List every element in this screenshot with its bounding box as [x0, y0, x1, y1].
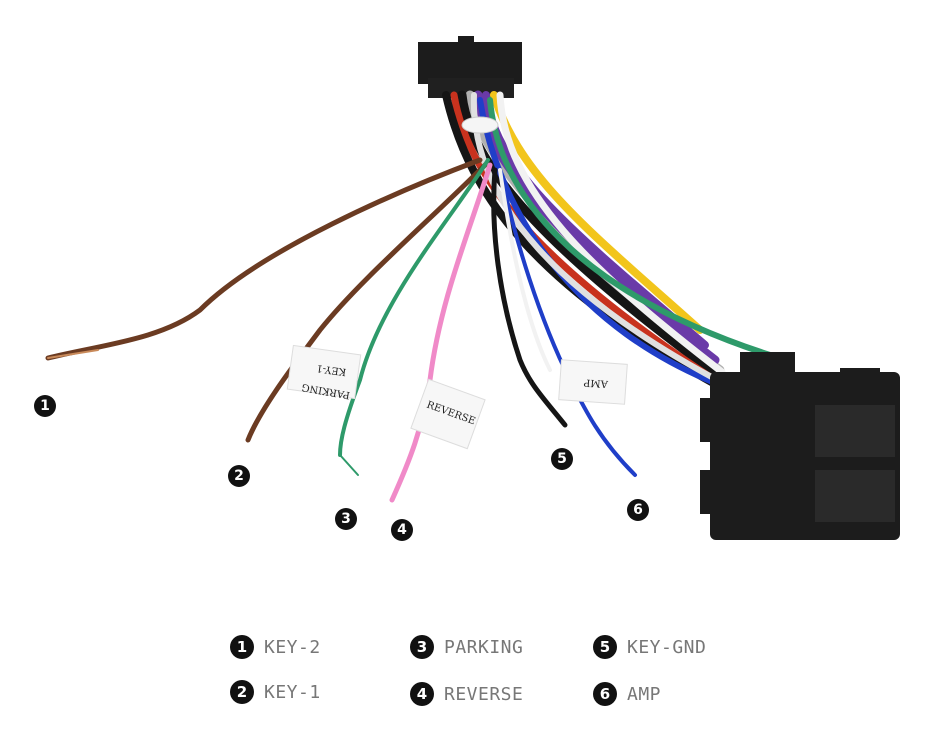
wire-tag-amp: AMP — [558, 359, 628, 405]
marker-1: 1 — [34, 395, 56, 417]
legend-label: KEY-2 — [264, 636, 321, 658]
legend-item-2: 2 KEY-1 — [230, 679, 321, 705]
zip-tie — [461, 116, 499, 134]
legend-badge: 1 — [230, 635, 254, 659]
legend-badge: 5 — [593, 635, 617, 659]
legend-label: KEY-GND — [627, 636, 707, 658]
marker-3: 3 — [335, 508, 357, 530]
legend-badge: 6 — [593, 682, 617, 706]
legend-badge: 4 — [410, 682, 434, 706]
marker-2: 2 — [228, 465, 250, 487]
legend-item-3: 3 PARKING — [410, 634, 523, 660]
marker-5: 5 — [551, 448, 573, 470]
legend-item-5: 5 KEY-GND — [593, 634, 706, 660]
wire-bundle — [442, 90, 773, 399]
svg-text:AMP: AMP — [583, 376, 609, 389]
legend-item-4: 4 REVERSE — [410, 681, 523, 707]
marker-6: 6 — [627, 499, 649, 521]
wire-tag-key1: KEY-1 — [286, 344, 362, 400]
marker-4: 4 — [391, 519, 413, 541]
legend-item-6: 6 AMP — [593, 681, 661, 707]
wire-tag-reverse: REVERSE — [410, 378, 486, 450]
legend-label: KEY-1 — [264, 681, 321, 703]
legend-badge: 3 — [410, 635, 434, 659]
legend-item-1: 1 KEY-2 — [230, 634, 321, 660]
iso-connector — [700, 352, 900, 540]
svg-text:KEY-1: KEY-1 — [316, 362, 347, 377]
wiring-harness-photo: KEY-1 PARKING REVERSE AMP — [45, 36, 900, 540]
legend-label: REVERSE — [444, 683, 524, 705]
top-connector — [418, 36, 522, 98]
legend-label: PARKING — [444, 636, 524, 658]
legend-label: AMP — [627, 683, 662, 705]
legend-badge: 2 — [230, 680, 254, 704]
